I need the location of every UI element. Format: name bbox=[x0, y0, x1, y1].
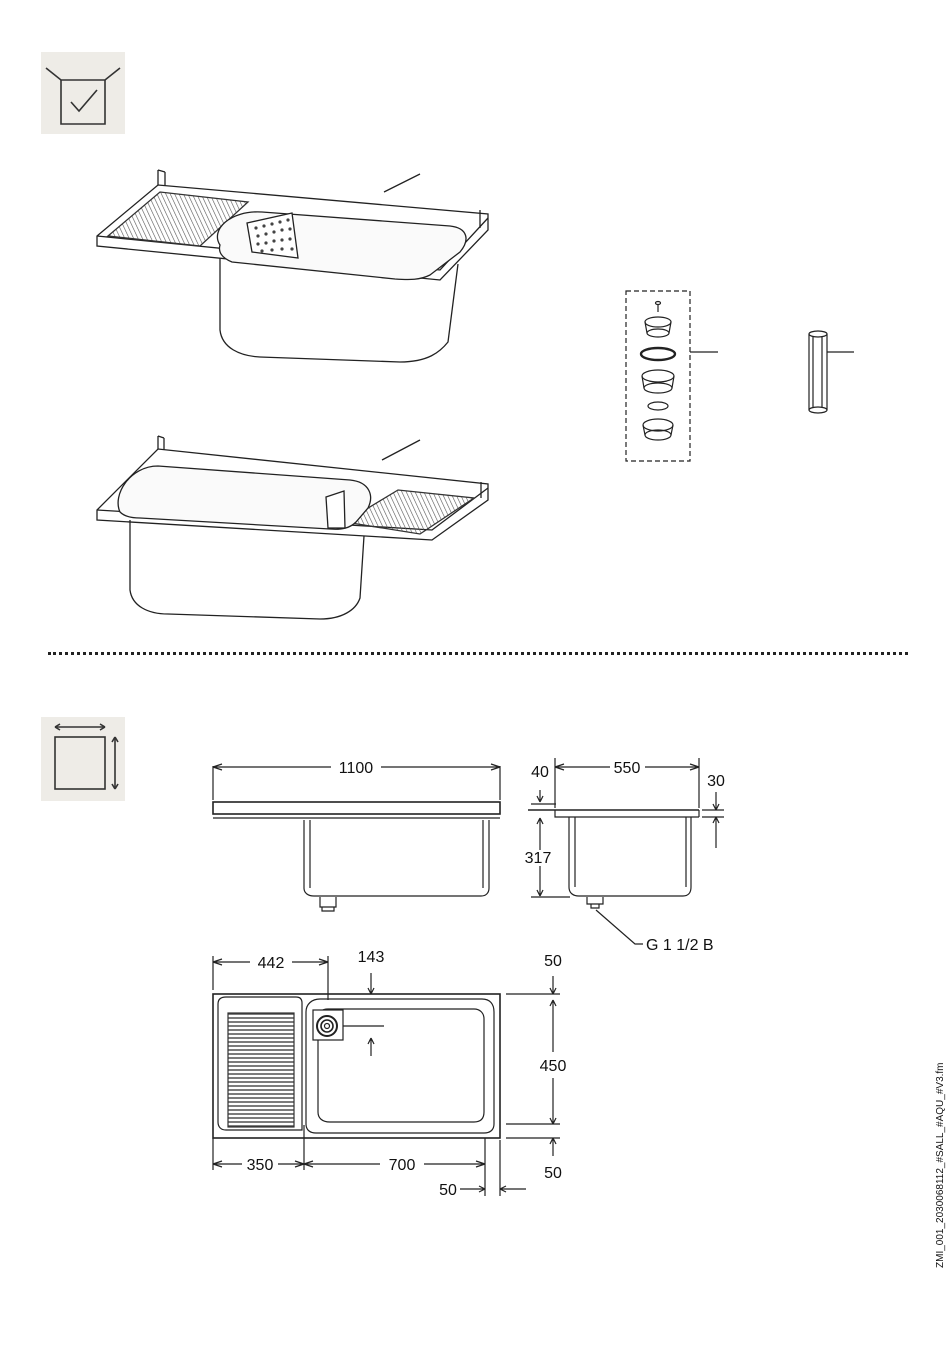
dim-top-drainer-width: 442 bbox=[258, 955, 285, 972]
waste-fitting-parts bbox=[626, 291, 718, 461]
sink-drainer-left-illustration bbox=[97, 170, 488, 362]
dim-bottom-margin-right: 50 bbox=[439, 1182, 457, 1199]
dim-top-outlet-offset: 143 bbox=[358, 949, 385, 966]
sink-drainer-right-illustration bbox=[97, 436, 488, 619]
dim-front-width: 1100 bbox=[339, 760, 374, 777]
dim-outlet-thread: G 1 1/2 B bbox=[646, 937, 714, 954]
dim-side-height: 317 bbox=[525, 850, 552, 867]
dim-side-rim: 40 bbox=[531, 764, 549, 781]
dim-side-top: 30 bbox=[707, 773, 725, 790]
dim-top-bowl-depth: 450 bbox=[540, 1058, 567, 1075]
file-reference-label: ZMI_001_2030068112_#SALL_#AQU_#V3.fm bbox=[935, 1062, 946, 1268]
dim-bottom-drainer: 350 bbox=[247, 1157, 274, 1174]
dim-bottom-margin-bottom: 50 bbox=[544, 1165, 562, 1182]
side-view-drawing bbox=[528, 758, 724, 944]
front-view-drawing bbox=[213, 764, 500, 911]
overflow-pipe bbox=[809, 331, 854, 413]
dim-top-right-margin: 50 bbox=[544, 953, 562, 970]
section-divider bbox=[48, 652, 908, 655]
dim-side-depth: 550 bbox=[614, 760, 641, 777]
dim-bottom-bowl: 700 bbox=[389, 1157, 416, 1174]
